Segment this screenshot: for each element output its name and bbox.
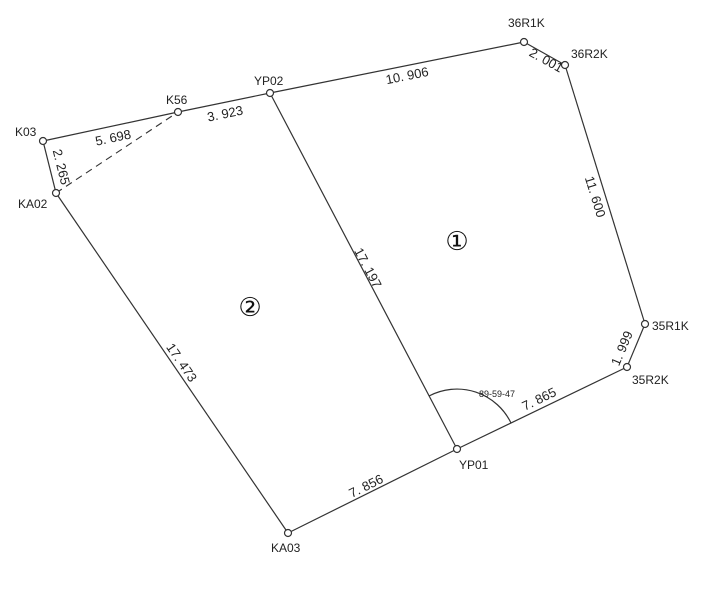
- point-labels: 36R1K 36R2K 35R1K 35R2K YP01 KA03 KA02 K…: [15, 16, 689, 555]
- label-ka02: KA02: [18, 197, 48, 211]
- distance-36r1k-36r2k: 2. 001: [527, 45, 566, 76]
- distance-yp02-yp01: 17. 197: [351, 245, 384, 290]
- edge-ka02-k03: [42, 140, 57, 194]
- distance-yp02-36r1k: 10. 906: [384, 64, 429, 87]
- point-35r1k: [640, 319, 650, 329]
- edge-36r1k-36r2k: [523, 41, 566, 66]
- label-yp02: YP02: [254, 74, 284, 88]
- point-k56: [173, 107, 183, 117]
- distance-k56-yp02: 3. 923: [206, 103, 244, 125]
- parcel-1-label: ①: [445, 227, 468, 257]
- parcel-2-label: ②: [238, 293, 261, 323]
- dashed-line-ka02-k56: [55, 111, 179, 194]
- point-yp02: [265, 88, 275, 98]
- edge-k03-k56: [42, 111, 179, 142]
- distance-labels: 5. 698 3. 923 10. 906 2. 001 11. 600 1. …: [50, 45, 636, 501]
- point-ka02: [51, 188, 61, 198]
- point-36r1k: [519, 37, 529, 47]
- label-36r1k: 36R1K: [508, 16, 545, 30]
- edge-k56-yp02: [177, 92, 271, 113]
- edge-yp02-yp01: [269, 92, 458, 450]
- distance-yp01-ka03: 7. 856: [346, 471, 385, 501]
- edge-35r2k-yp01: [456, 366, 628, 450]
- point-ka03: [283, 528, 293, 538]
- label-35r2k: 35R2K: [632, 373, 669, 387]
- point-36r2k: [560, 60, 570, 70]
- label-yp01: YP01: [459, 458, 489, 472]
- edge-36r2k-35r1k: [564, 64, 646, 325]
- label-ka03: KA03: [271, 541, 301, 555]
- point-yp01: [452, 444, 462, 454]
- angle-arc: [428, 388, 512, 424]
- survey-points: [38, 37, 650, 538]
- edge-ka03-ka02: [55, 192, 289, 534]
- label-k03: K03: [15, 125, 37, 139]
- label-36r2k: 36R2K: [571, 47, 608, 61]
- distance-35r1k-35r2k: 1. 999: [608, 329, 636, 368]
- label-k56: K56: [166, 93, 188, 107]
- point-k03: [38, 136, 48, 146]
- distance-36r2k-35r1k: 11. 600: [582, 174, 609, 219]
- point-35r2k: [622, 362, 632, 372]
- angle-label: 89-59-47: [479, 389, 515, 399]
- distance-k03-k56: 5. 698: [94, 127, 132, 149]
- boundary-lines: [42, 41, 646, 534]
- edge-35r1k-35r2k: [626, 323, 646, 368]
- label-35r1k: 35R1K: [652, 319, 689, 333]
- edge-yp02-36r1k: [269, 41, 525, 94]
- edge-yp01-ka03: [287, 448, 458, 534]
